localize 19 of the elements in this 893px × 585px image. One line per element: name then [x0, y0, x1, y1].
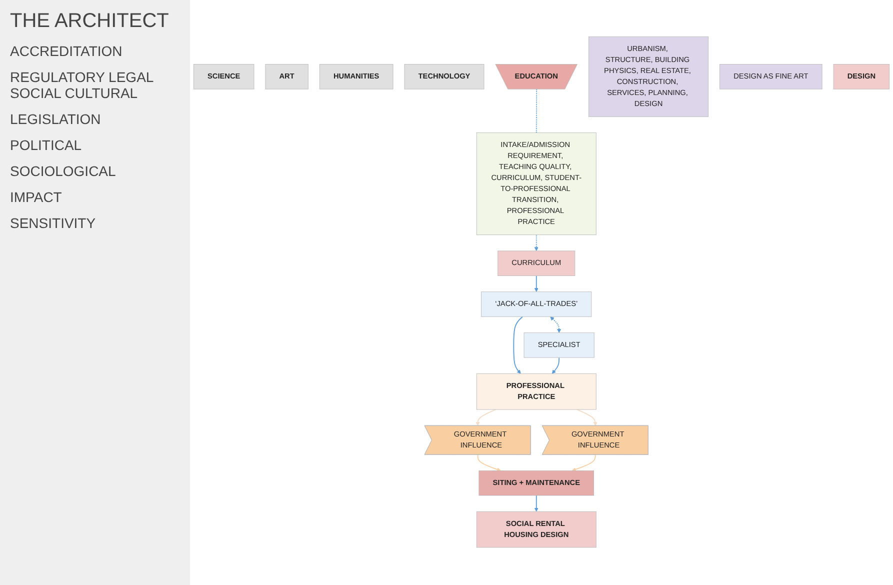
side-label: SENSITIVITY — [10, 215, 97, 231]
arrow — [476, 410, 496, 426]
arrow — [572, 454, 596, 472]
arrow — [534, 234, 538, 252]
arrow — [576, 410, 598, 426]
side-label: LEGISLATION — [10, 111, 102, 127]
side-label: SOCIOLOGICAL — [10, 163, 117, 179]
side-label: ACCREDITATION — [10, 43, 124, 59]
arrow — [534, 495, 538, 512]
side-label: POLITICAL — [10, 137, 83, 153]
connector — [536, 89, 538, 134]
side-label: IMPACT — [10, 189, 63, 205]
arrow — [552, 358, 560, 374]
arrow — [513, 316, 524, 374]
diagram-heading: THE ARCHITECT — [10, 10, 170, 33]
arrow — [550, 317, 562, 334]
side-label: REGULATORY LEGAL SOCIAL CULTURAL — [10, 69, 154, 101]
arrow — [477, 454, 501, 472]
arrow — [534, 276, 538, 292]
